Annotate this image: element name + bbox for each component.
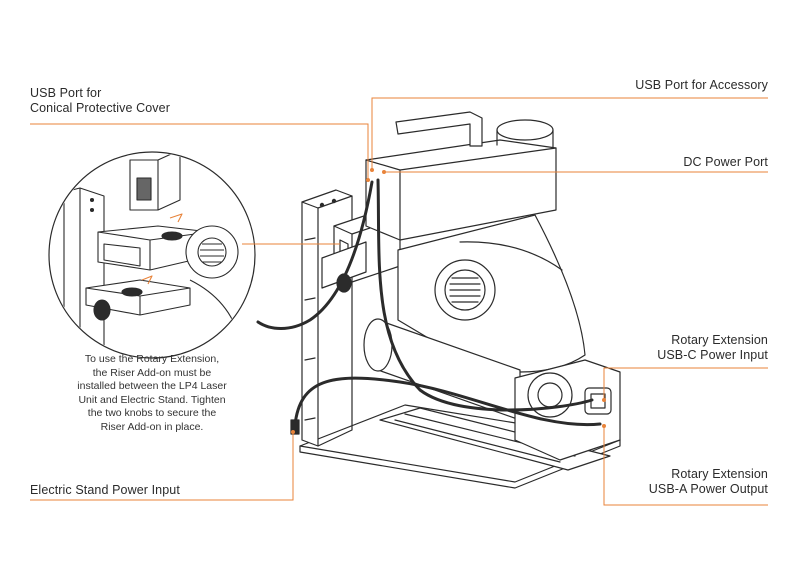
note-line-5: the two knobs to secure the	[87, 407, 217, 419]
label-usb-cover-line1: USB Port for	[30, 86, 102, 100]
note-line-3: installed between the LP4 Laser	[77, 380, 227, 392]
laser-unit-top-circle	[496, 119, 554, 141]
leader-usb-cover	[30, 123, 369, 180]
stand-base-edge	[299, 439, 621, 489]
label-stand-power-text: Electric Stand Power Input	[30, 483, 180, 497]
leader-usb-accessory	[371, 97, 768, 170]
laser-unit-top	[365, 139, 557, 241]
label-rotary-a-line1: Rotary Extension	[671, 467, 768, 481]
leader-stand-power	[30, 432, 294, 501]
note-line-2: the Riser Add-on must be	[92, 366, 212, 379]
accessory-cable	[256, 180, 374, 330]
label-rotary-c: Rotary Extension USB-C Power Input	[657, 333, 768, 363]
note-line-1: To use the Rotary Extension,	[84, 353, 220, 365]
label-usb-accessory: USB Port for Accessory	[635, 78, 768, 93]
label-rotary-a-line2: USB-A Power Output	[648, 482, 768, 496]
inset-detail-drawing	[63, 153, 241, 346]
label-rotary-c-line1: Rotary Extension	[671, 333, 768, 347]
note-line-6: Riser Add-on in place.	[100, 420, 204, 433]
label-dc-power-text: DC Power Port	[683, 155, 768, 169]
label-usb-cover-line2: Conical Protective Cover	[30, 101, 170, 115]
leader-rotary-a	[603, 426, 768, 506]
riser-instruction-note: To use the Rotary Extension, the Riser A…	[52, 353, 252, 434]
label-rotary-c-line2: USB-C Power Input	[657, 348, 768, 362]
leader-rotary-c	[603, 367, 768, 400]
label-usb-cover: USB Port for Conical Protective Cover	[30, 86, 170, 116]
label-stand-power: Electric Stand Power Input	[30, 483, 180, 498]
dc-power-cable	[376, 178, 594, 412]
label-usb-accessory-text: USB Port for Accessory	[635, 78, 768, 92]
stand-power-cable	[293, 376, 602, 427]
laser-unit-handle	[395, 111, 483, 147]
label-rotary-a: Rotary Extension USB-A Power Output	[649, 467, 768, 497]
label-dc-power: DC Power Port	[683, 155, 768, 170]
note-line-4: Unit and Electric Stand. Tighten	[78, 393, 226, 406]
